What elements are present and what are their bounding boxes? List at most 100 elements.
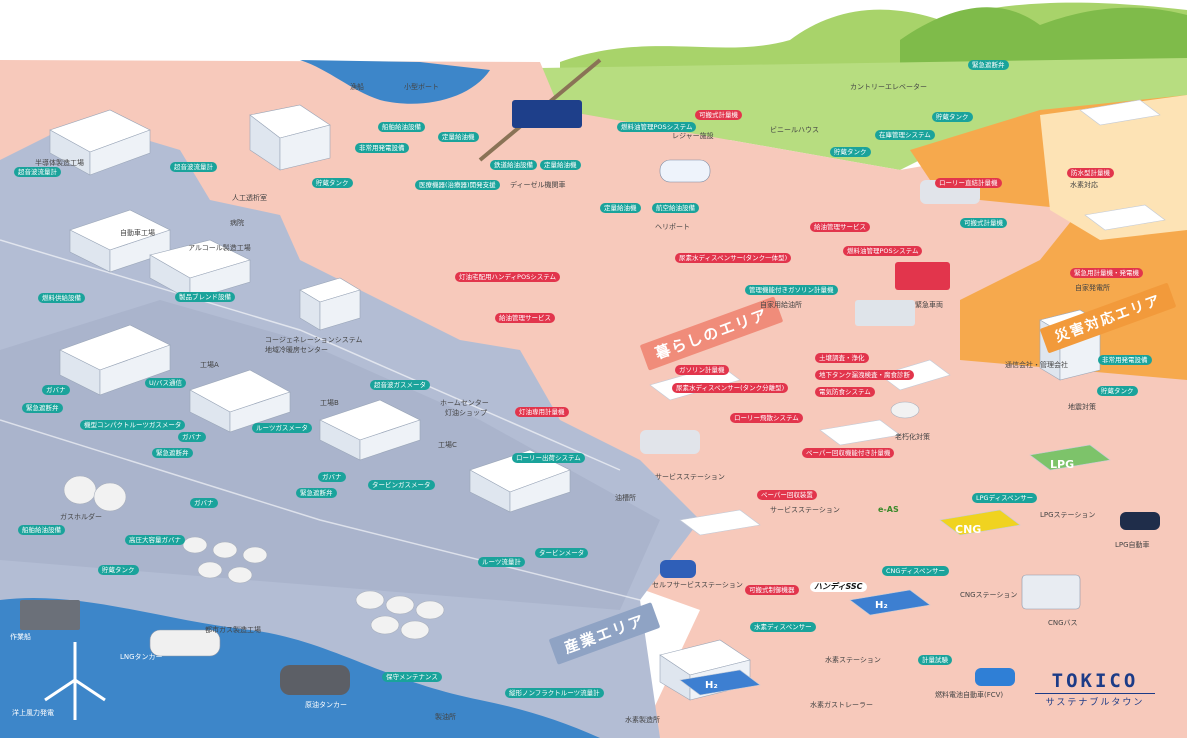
tag-emergency-valve-1: 緊急遮断弁	[968, 60, 1009, 70]
tag-paper-meter: ペーパー回収機能付き計量機	[802, 448, 895, 458]
tag-leisure: レジャー施設	[672, 132, 714, 140]
tag-country-elevator: カントリーエレベーター	[850, 83, 927, 91]
tag-rail-fuel: 鉄道給油設備	[490, 160, 537, 170]
tag-handy-ssc: ハンディSSC	[810, 582, 867, 592]
storage-tanks	[63, 401, 920, 640]
tag-roots-flow: ルーツ流量計	[478, 557, 525, 567]
tag-storage-tank-3: 貯蔵タンク	[312, 178, 353, 188]
tag-emergency-vehicle: 緊急車両	[915, 301, 943, 309]
tag-urea-integrated: 尿素水ディスペンサー(タンク一体型)	[675, 253, 792, 263]
tag-heliport: ヘリポート	[655, 223, 690, 231]
tag-hospital: 病院	[230, 219, 244, 227]
tag-storage-tank-5: 貯蔵タンク	[98, 565, 139, 575]
tag-kerosene-meter: 灯油専用計量機	[515, 407, 569, 417]
tag-fuel-service-2: 給油管理サービス	[495, 313, 555, 323]
tag-gasoline-meter: ガソリン計量機	[675, 365, 729, 375]
tag-storage-tank-1: 貯蔵タンク	[932, 112, 973, 122]
tag-managed-gas-meter: 管理機能付きガソリン計量機	[745, 285, 838, 295]
tag-earthquake: 地震対策	[1068, 403, 1096, 411]
tag-storage-tank-4: 貯蔵タンク	[1097, 386, 1138, 396]
tag-self-station: セルフサービスステーション	[652, 581, 743, 589]
tag-fuel-pos-2: 燃料油管理POSシステム	[843, 246, 923, 256]
tag-paper-collector: ペーパー回収装置	[757, 490, 817, 500]
tag-urea-separate: 尿素水ディスペンサー(タンク分離型)	[672, 383, 789, 393]
tag-emergency-generator-2: 非常用発電設備	[1098, 355, 1152, 365]
tag-semiconductor-plant: 半導体製造工場	[35, 159, 84, 167]
tag-blend-equipment: 製品ブレンド設備	[175, 292, 235, 302]
tag-lorry-scatter: ローリー飛散システム	[730, 413, 803, 423]
farm-area	[540, 58, 1187, 170]
tag-crude-tanker: 原油タンカー	[305, 701, 347, 709]
tag-lpg-dispenser: LPGディスペンサー	[972, 493, 1038, 503]
tag-ultrasonic-flow-2: 超音波流量計	[170, 162, 217, 172]
tag-roots-gas-meter: ルーツガスメータ	[252, 423, 312, 433]
tag-hydrogen-ready: 水素対応	[1070, 181, 1098, 189]
tag-emergency-meter-gen: 緊急用計量機・発電機	[1070, 268, 1143, 278]
tag-turbine-gas: タービンガスメータ	[368, 480, 435, 490]
wind-turbine	[44, 642, 106, 720]
tag-ultrasonic-gas: 超音波ガスメータ	[370, 380, 430, 390]
tag-governor-3: ガバナ	[318, 472, 346, 482]
tag-greenhouse: ビニールハウス	[770, 126, 819, 134]
tag-service-station-2: サービスステーション	[770, 506, 840, 514]
tag-h2-plant: 水素製造所	[625, 716, 660, 724]
station-canopies	[649, 99, 1166, 696]
tag-cng-bus: CNGバス	[1048, 619, 1078, 627]
sign-h2-plant: H₂	[705, 680, 718, 691]
tag-city-gas: 都市ガス製造工場	[205, 626, 261, 634]
brand-logo: TOKICO サステナブルタウン	[1035, 670, 1155, 708]
tag-emergency-valve-4: 緊急遮断弁	[296, 488, 337, 498]
vehicles	[149, 100, 1160, 695]
tag-district-heating: 地域冷暖房センター	[265, 346, 328, 354]
tag-telecom: 通信会社・管理会社	[1005, 361, 1068, 369]
tag-h2-trailer: 水素ガストレーラー	[810, 701, 873, 709]
tag-kerosene-pos: 灯油宅配用ハンディPOSシステム	[455, 272, 561, 282]
tag-lpg-car: LPG自動車	[1115, 541, 1150, 549]
sign-lpg: LPG	[1050, 458, 1075, 471]
tag-fcv: 燃料電池自動車(FCV)	[935, 691, 1004, 699]
tag-lorry-meter: ローリー直結計量機	[935, 178, 1002, 188]
tag-fixed-dispenser-1: 定量給油機	[438, 132, 479, 142]
tag-waterproof-meter: 防水型計量機	[1067, 168, 1114, 178]
tag-fuel-supply: 燃料供給設備	[38, 293, 85, 303]
tag-fuel-pos-1: 燃料油管理POSシステム	[617, 122, 697, 132]
brand-tagline: サステナブルタウン	[1035, 693, 1155, 708]
tag-plant-c: 工場C	[438, 441, 457, 449]
tag-lng-tanker: LNGタンカー	[120, 653, 163, 661]
brand-name: TOKICO	[1051, 670, 1139, 692]
tag-aviation-fuel: 航空給油設備	[652, 203, 699, 213]
tag-tank-leak: 地下タンク漏洩検査・腐食診断	[815, 370, 914, 380]
tag-turbine-meter: タービンメータ	[535, 548, 589, 558]
tag-private-station: 自家用給油所	[760, 301, 802, 309]
tag-plant-a: 工場A	[200, 361, 219, 369]
tag-u-bus: U/バス通信	[145, 378, 186, 388]
tag-self-power: 自家発電所	[1075, 284, 1110, 292]
tag-gas-holder: ガスホルダー	[60, 513, 102, 521]
tag-inventory-system: 在庫管理システム	[875, 130, 935, 140]
tag-lpg-station: LPGステーション	[1040, 511, 1096, 519]
tag-dialysis: 人工透析室	[232, 194, 267, 202]
tag-governor-2: ガバナ	[178, 432, 206, 442]
tag-plant-b: 工場B	[320, 399, 339, 407]
tag-governor-1: ガバナ	[42, 385, 70, 395]
tag-lorry-shipping: ローリー出荷システム	[512, 453, 585, 463]
tag-marine-fuel-2: 船舶給油設備	[18, 525, 65, 535]
sign-cng: CNG	[955, 523, 982, 536]
tag-alcohol-plant: アルコール製造工場	[188, 244, 251, 252]
tag-governor-4: ガバナ	[190, 498, 218, 508]
tag-soil: 土壌調査・浄化	[815, 353, 869, 363]
tag-small-boat: 小型ボート	[404, 83, 439, 91]
tag-fishing-boat: 漁船	[350, 83, 364, 91]
logo-e-as: e-AS	[878, 505, 899, 514]
tag-cng-dispenser: CNGディスペンサー	[882, 566, 950, 576]
tag-fixed-dispenser-2: 定量給油機	[540, 160, 581, 170]
tag-portable-control: 可搬式制御機器	[745, 585, 799, 595]
tag-h2-dispenser: 水素ディスペンサー	[750, 622, 816, 632]
tag-kerosene-shop: 灯油ショップ	[445, 409, 487, 417]
tag-oil-depot: 油槽所	[615, 494, 636, 502]
tag-metering-test: 計量試験	[918, 655, 952, 665]
tag-auto-plant: 自動車工場	[120, 229, 155, 237]
tag-cathodic: 電気防食システム	[815, 387, 875, 397]
tag-refinery: 製油所	[435, 713, 456, 721]
